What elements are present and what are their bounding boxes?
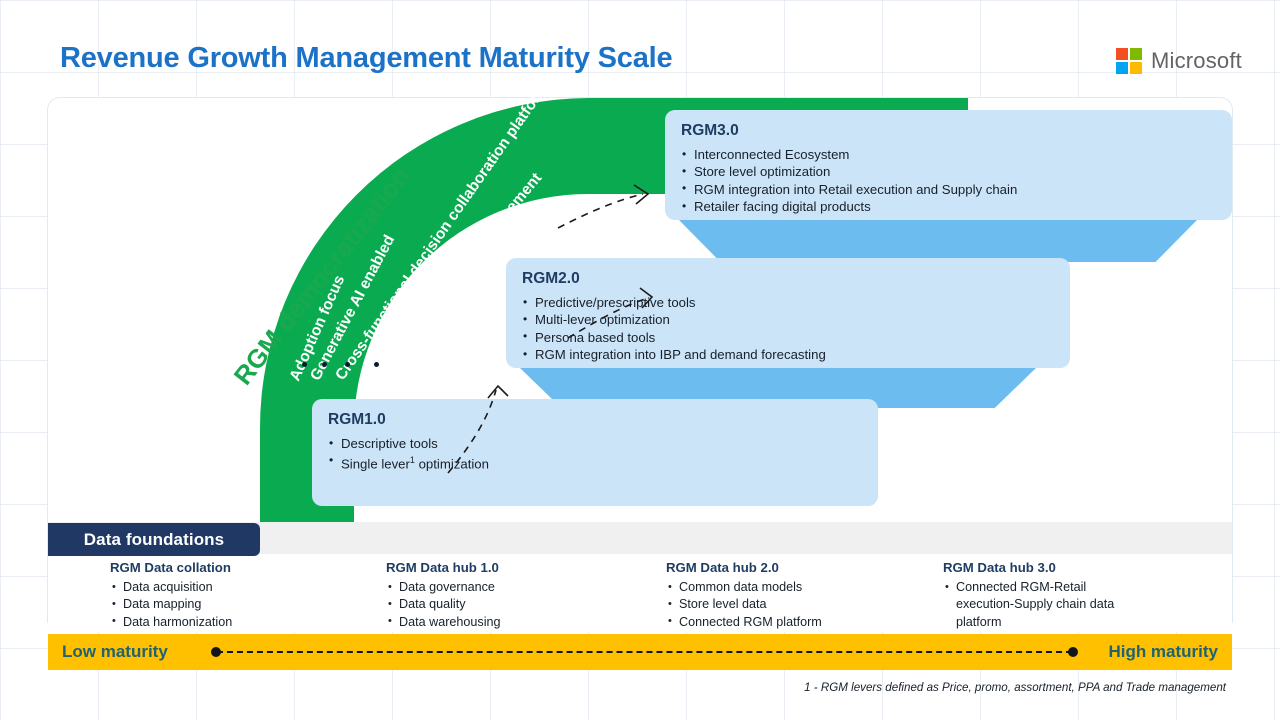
logo-square-orange <box>1115 48 1128 60</box>
stage-bullets-rgm2: Predictive/prescriptive tools Multi-leve… <box>522 293 1054 364</box>
foundation-item: Data warehousing <box>386 613 636 631</box>
maturity-knob-low <box>211 647 221 657</box>
stage-body-rgm2[interactable]: RGM2.0 Predictive/prescriptive tools Mul… <box>506 258 1070 368</box>
stage-tail-rgm3 <box>679 220 1197 262</box>
logo-square-green <box>1129 48 1142 60</box>
foundation-item: Data acquisition <box>110 578 360 596</box>
stage-bullet: Retailer facing digital products <box>681 198 1216 216</box>
stage-title-rgm1: RGM1.0 <box>328 411 386 428</box>
maturity-dashed-line <box>217 651 1072 653</box>
data-foundations-columns: RGM Data collation Data acquisition Data… <box>48 556 1232 632</box>
stage-bullet: RGM integration into IBP and demand fore… <box>522 346 1054 364</box>
arc-bullet-dot-3 <box>345 362 350 367</box>
foundation-column-title: RGM Data collation <box>110 560 231 575</box>
maturity-scale-bar: Low maturity High maturity <box>48 634 1232 670</box>
data-foundations-text: Data foundations <box>83 529 225 549</box>
foundation-item: Connected RGM-Retail execution-Supply ch… <box>943 578 1146 631</box>
low-maturity-label: Low maturity <box>62 642 168 661</box>
foundation-item: Data governance <box>386 578 636 596</box>
arc-bullet-dot-4 <box>374 362 379 367</box>
arc-bullet-dot-2 <box>322 362 327 367</box>
stage-bullet: Multi-lever optimization <box>522 311 1054 329</box>
foundation-column-list: Connected RGM-Retail execution-Supply ch… <box>943 578 1193 631</box>
logo-square-yellow <box>1129 62 1142 74</box>
stage-bullet: Predictive/prescriptive tools <box>522 293 1054 311</box>
foundation-column-hub2: RGM Data hub 2.0 Common data models Stor… <box>666 560 936 631</box>
stage-bullet: Store level optimization <box>681 163 1216 181</box>
stage-bullet: RGM integration into Retail execution an… <box>681 180 1216 198</box>
stage-title-rgm2: RGM2.0 <box>522 270 580 287</box>
maturity-knob-high <box>1068 647 1078 657</box>
high-maturity-label: High maturity <box>1108 642 1218 661</box>
stage-body-rgm3[interactable]: RGM3.0 Interconnected Ecosystem Store le… <box>665 110 1232 220</box>
page-title: Revenue Growth Management Maturity Scale <box>60 42 673 74</box>
foundation-item: Data mapping <box>110 596 360 614</box>
microsoft-logo: Microsoft <box>1115 48 1242 74</box>
microsoft-logo-squares <box>1115 48 1142 74</box>
foundation-item: Common data models <box>666 578 936 596</box>
stage-body-rgm1[interactable]: RGM1.0 Descriptive tools Single lever1 o… <box>312 399 878 506</box>
stage-bullet: Interconnected Ecosystem <box>681 145 1216 163</box>
foundation-column-title: RGM Data hub 3.0 <box>943 560 1056 575</box>
microsoft-wordmark: Microsoft <box>1150 48 1242 73</box>
arc-bullet-dot-1 <box>302 362 307 367</box>
maturity-scale-line <box>211 647 1078 657</box>
foundation-item: Connected RGM platform <box>666 613 936 631</box>
foundation-column-title: RGM Data hub 2.0 <box>666 560 779 575</box>
foundation-column-list: Common data models Store level data Conn… <box>666 578 936 631</box>
stage-bullet: Persona based tools <box>522 328 1054 346</box>
foundation-column-collation: RGM Data collation Data acquisition Data… <box>110 560 360 631</box>
foundation-column-title: RGM Data hub 1.0 <box>386 560 499 575</box>
foundation-item: Data quality <box>386 596 636 614</box>
stage-bullet: Descriptive tools <box>328 434 862 452</box>
data-foundations-label: Data foundations <box>48 523 260 556</box>
foundation-column-hub1: RGM Data hub 1.0 Data governance Data qu… <box>386 560 636 631</box>
foundation-item: Data harmonization <box>110 613 360 631</box>
stage-title-rgm3: RGM3.0 <box>681 122 739 139</box>
stage-bullets-rgm3: Interconnected Ecosystem Store level opt… <box>681 145 1216 216</box>
logo-square-blue <box>1115 62 1128 74</box>
stage-bullets-rgm1: Descriptive tools Single lever1 optimiza… <box>328 434 862 473</box>
footnote: 1 - RGM levers defined as Price, promo, … <box>804 681 1226 694</box>
foundation-column-list: Data governance Data quality Data wareho… <box>386 578 636 631</box>
foundation-column-list: Data acquisition Data mapping Data harmo… <box>110 578 360 631</box>
stage-bullet: Single lever1 optimization <box>328 452 862 473</box>
foundation-item: Store level data <box>666 596 936 614</box>
foundation-column-hub3: RGM Data hub 3.0 Connected RGM-Retail ex… <box>943 560 1193 631</box>
